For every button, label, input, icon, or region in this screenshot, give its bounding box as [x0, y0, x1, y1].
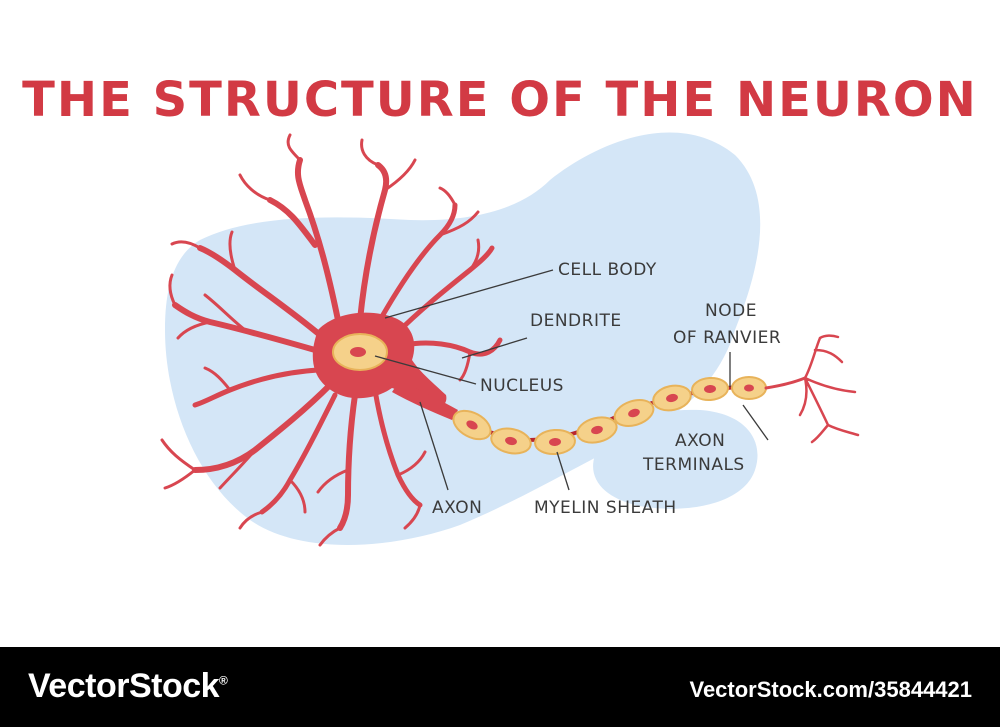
axon-terminals-shape: [764, 334, 860, 444]
nucleus-shape: [332, 333, 388, 371]
label-cell-body: CELL BODY: [558, 260, 657, 280]
label-dendrite: DENDRITE: [530, 311, 622, 331]
canvas: THE STRUCTURE OF THE NEURON: [22, 72, 978, 547]
label-axon-terminals-line2: TERMINALS: [642, 455, 745, 475]
footer-bar: VectorStock® VectorStock.com/35844421: [0, 647, 1000, 727]
label-node-of-ranvier-line2: OF RANVIER: [673, 328, 781, 348]
label-axon: AXON: [432, 498, 482, 518]
label-pointer-lines: [374, 269, 769, 491]
image-id: VectorStock.com/35844421: [689, 677, 972, 702]
brand-logo: VectorStock®: [28, 667, 228, 706]
label-node-of-ranvier-line1: NODE: [705, 301, 757, 321]
page-title: THE STRUCTURE OF THE NEURON: [22, 72, 978, 128]
label-nucleus: NUCLEUS: [480, 376, 564, 396]
background-blob-small: [593, 409, 758, 509]
label-myelin-sheath: MYELIN SHEATH: [534, 498, 677, 518]
label-axon-terminals-line1: AXON: [675, 431, 725, 451]
axon-hillock: [392, 380, 458, 420]
neuron-diagram: CELL BODY DENDRITE NUCLEUS NODE OF RANVI…: [160, 132, 860, 547]
brand-name: VectorStock: [28, 667, 220, 705]
registered-mark: ®: [219, 673, 228, 688]
dendrites: [160, 133, 503, 547]
myelin-sheath-segments: [452, 376, 767, 456]
